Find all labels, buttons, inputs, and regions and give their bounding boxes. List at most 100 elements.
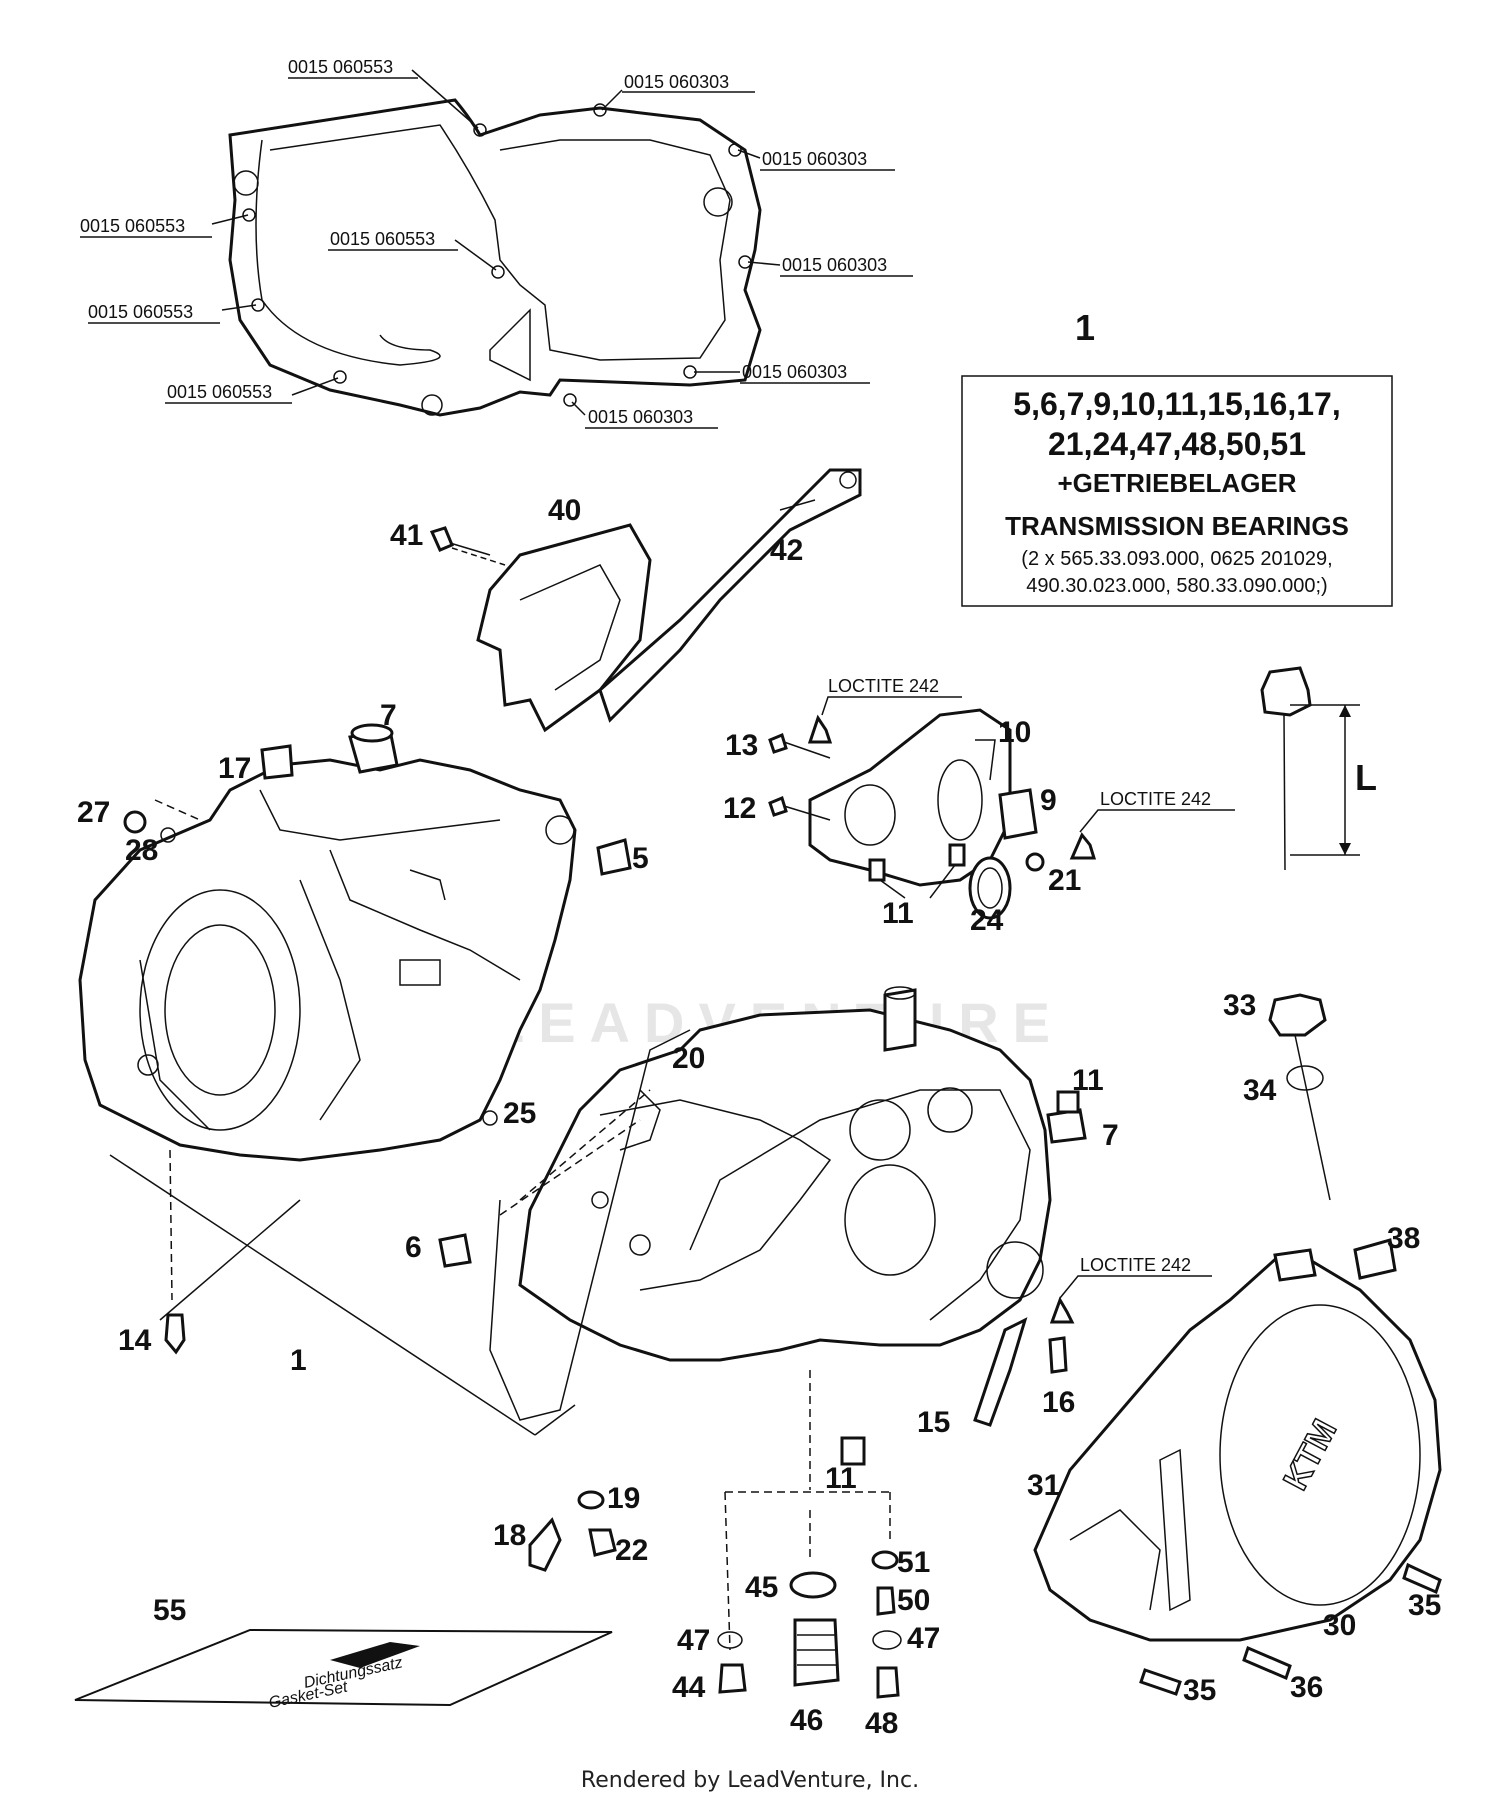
clutch-cover: KTM xyxy=(1033,1248,1442,1642)
washer-25 xyxy=(482,1110,498,1126)
callout-number: 16 xyxy=(1042,1386,1075,1419)
dowel-11b xyxy=(1056,1090,1080,1114)
o-ring-45 xyxy=(789,1571,837,1599)
callout-number: 19 xyxy=(607,1482,640,1515)
bushing-5 xyxy=(596,838,632,876)
plug-27 xyxy=(123,810,147,834)
callout-number: 47 xyxy=(677,1624,710,1657)
loctite-drop xyxy=(1069,832,1097,860)
crankcase-right-half xyxy=(518,986,1052,1362)
callout-number: 34 xyxy=(1243,1074,1277,1107)
callout-number: 38 xyxy=(1387,1222,1420,1255)
gasket-label: 0015 060553 xyxy=(80,216,185,236)
callout-number: 7 xyxy=(380,699,397,732)
loctite-label: LOCTITE 242 xyxy=(1080,1255,1191,1275)
oil-filler-plug xyxy=(1268,993,1327,1037)
gasket-label: 0015 060553 xyxy=(88,302,193,322)
parts-box xyxy=(961,375,1393,607)
gasket-label: 0015 060303 xyxy=(588,407,693,427)
callout-number: 12 xyxy=(723,792,756,825)
loctite-drop xyxy=(1049,1296,1075,1324)
screw-35 xyxy=(1402,1562,1442,1595)
callout-number: 27 xyxy=(77,796,110,829)
bushing-7b xyxy=(1046,1108,1087,1144)
parts-box-line: TRANSMISSION BEARINGS xyxy=(1005,511,1349,541)
dowel-11c xyxy=(840,1436,866,1466)
guide-15 xyxy=(973,1317,1028,1427)
screw-14 xyxy=(164,1313,186,1355)
bolt-13 xyxy=(768,732,788,754)
screw-35b xyxy=(1139,1668,1182,1696)
o-ring xyxy=(1286,1065,1324,1091)
parts-box-number: 1 xyxy=(1075,307,1095,348)
screw-16 xyxy=(1048,1336,1068,1374)
callout-number: 46 xyxy=(790,1704,823,1737)
callout-number: 50 xyxy=(897,1584,930,1617)
callout-number: 11 xyxy=(1072,1064,1104,1097)
gasket-label: 0015 060303 xyxy=(624,72,729,92)
callout-number: 31 xyxy=(1027,1469,1060,1502)
clutch-cover-gasket xyxy=(80,69,913,429)
gasket-label: 0015 060553 xyxy=(167,382,272,402)
dipstick-with-length xyxy=(1260,666,1360,871)
gasket-label: 0015 060303 xyxy=(742,362,847,382)
callout-number: 28 xyxy=(125,834,158,867)
callout-number: 22 xyxy=(615,1534,648,1567)
callout-number: 35 xyxy=(1408,1589,1441,1622)
oil-screen-46 xyxy=(793,1618,840,1687)
callout-number: 6 xyxy=(405,1231,422,1264)
seal-ring-47b xyxy=(872,1630,902,1650)
parts-box-line: 5,6,7,9,10,11,15,16,17, xyxy=(1013,386,1340,422)
needle-bearing xyxy=(998,788,1038,840)
callout-number: 9 xyxy=(1040,784,1057,817)
callout-number: 40 xyxy=(548,494,581,527)
loctite-label: LOCTITE 242 xyxy=(1100,789,1211,809)
callout-number: 45 xyxy=(745,1571,778,1604)
gasket-label: 0015 060303 xyxy=(762,149,867,169)
dipstick-length-label: L xyxy=(1355,757,1377,798)
parts-box-line: 21,24,47,48,50,51 xyxy=(1048,426,1306,462)
callout-number: 55 xyxy=(153,1594,186,1627)
chain-guide-assembly xyxy=(429,468,862,733)
callout-number: 1 xyxy=(290,1344,307,1377)
callout-number: 41 xyxy=(390,519,423,552)
callout-number: 24 xyxy=(970,904,1004,937)
callout-number: 42 xyxy=(770,534,803,567)
drain-plug-44 xyxy=(718,1663,747,1694)
gasket-label: 0015 060553 xyxy=(330,229,435,249)
washer-19 xyxy=(577,1490,605,1510)
callout-number: 47 xyxy=(907,1622,940,1655)
gasket-label: 0015 060553 xyxy=(288,57,393,77)
callout-number: 35 xyxy=(1183,1674,1216,1707)
loctite-drop xyxy=(807,714,833,744)
bushing-6 xyxy=(438,1233,472,1268)
callout-number: 36 xyxy=(1290,1671,1323,1704)
screw-21 xyxy=(1025,852,1045,872)
screw-18 xyxy=(528,1517,562,1572)
dowel-pin xyxy=(948,843,966,867)
crankcase-left-half xyxy=(78,758,577,1162)
callout-number: 44 xyxy=(672,1671,706,1704)
callout-number: 5 xyxy=(632,842,649,875)
callout-number: 17 xyxy=(218,752,251,785)
callout-number: 15 xyxy=(917,1406,950,1439)
shaft-seal xyxy=(968,856,1012,920)
spring-50 xyxy=(876,1586,896,1616)
bearing-17 xyxy=(260,744,294,780)
callout-number: 51 xyxy=(897,1546,930,1579)
callout-number: 18 xyxy=(493,1519,526,1552)
dowel-pin xyxy=(868,858,886,882)
callout-number: 21 xyxy=(1048,864,1081,897)
loctite-label: LOCTITE 242 xyxy=(828,676,939,696)
gasket-label: 0015 060303 xyxy=(782,255,887,275)
screw-36 xyxy=(1242,1645,1292,1681)
callout-number: 7 xyxy=(1102,1119,1119,1152)
parts-box-line: (2 x 565.33.093.000, 0625 201029, xyxy=(1021,548,1332,570)
crankcase-gasket xyxy=(489,1029,691,1421)
callout-number: 11 xyxy=(825,1462,857,1495)
sealing-ring-28 xyxy=(160,827,176,843)
gasket-kit-sheet xyxy=(74,1628,613,1707)
bracket-38 xyxy=(1353,1238,1397,1280)
